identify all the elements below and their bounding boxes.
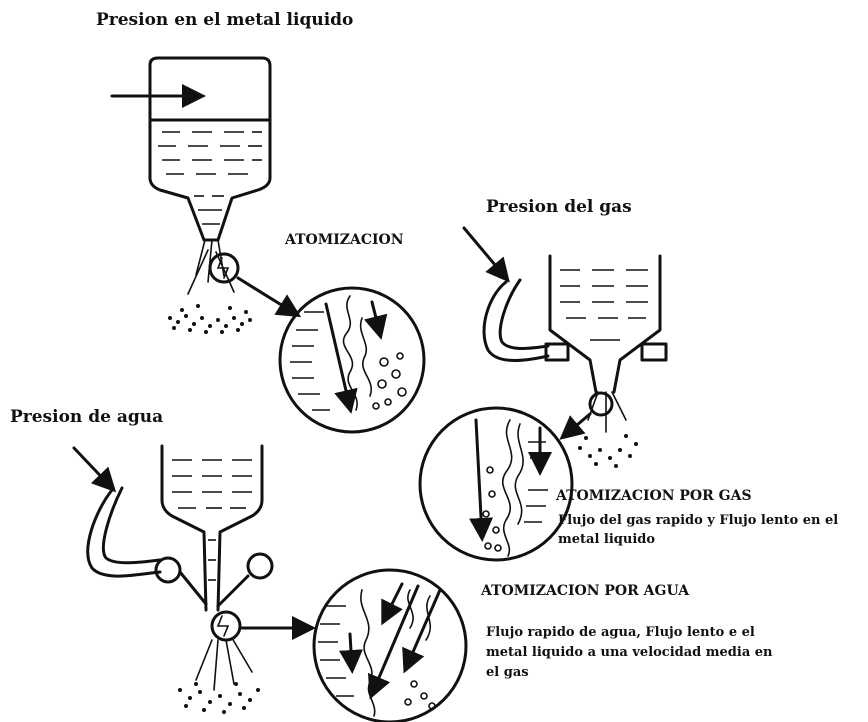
water-closeup (314, 570, 466, 722)
water-atomizer (74, 446, 310, 714)
powder-pile-water (178, 682, 260, 714)
powder-pile-top (168, 304, 252, 334)
powder-pile-gas (578, 434, 638, 468)
zoom-arrow (238, 278, 296, 314)
liquid-metal-dashes (158, 132, 262, 224)
gas-atomizer (464, 228, 666, 468)
gas-closeup (420, 408, 572, 560)
metal-pressure-vessel (112, 58, 296, 334)
atomization-closeup (280, 288, 424, 432)
